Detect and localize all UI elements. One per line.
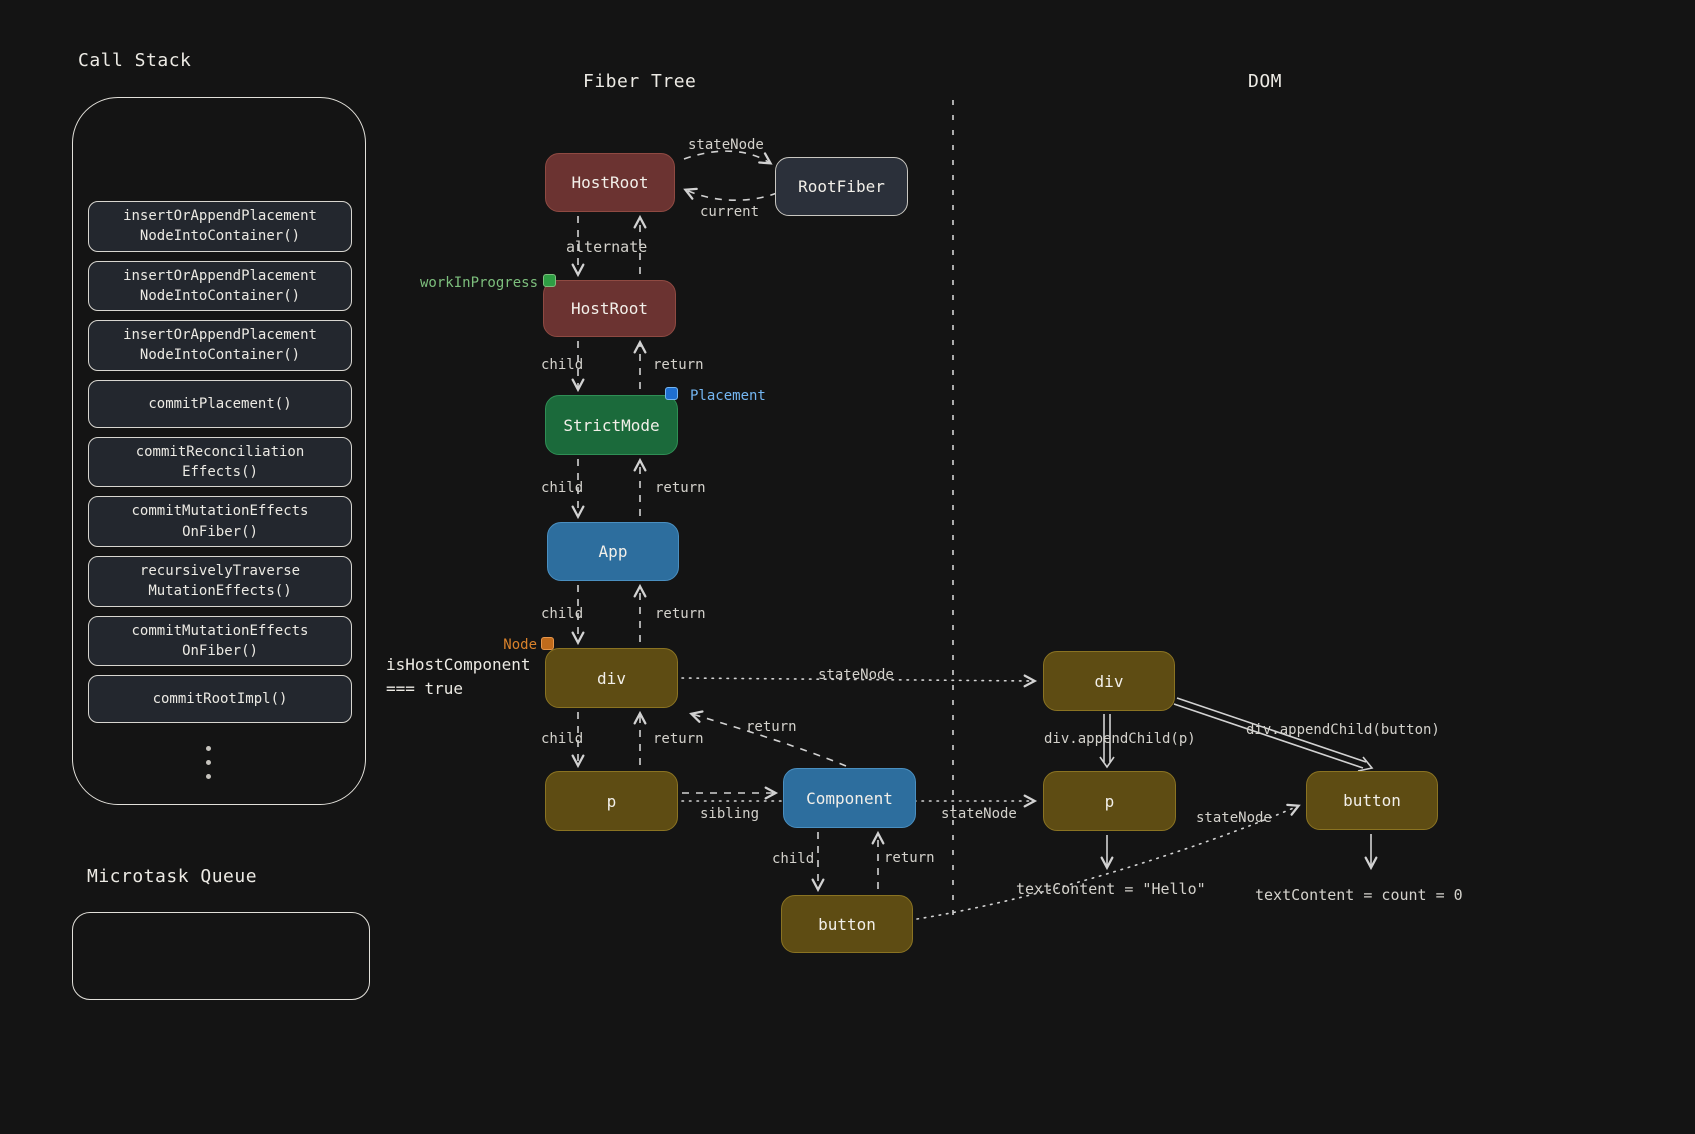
fiber-node-div: div bbox=[545, 648, 678, 708]
fiber-node-rootfiber: RootFiber bbox=[775, 157, 908, 216]
edge-label-statenode-div: stateNode bbox=[818, 667, 894, 683]
call-stack-frames: insertOrAppendPlacement NodeIntoContaine… bbox=[88, 201, 352, 724]
call-stack-frame: commitPlacement() bbox=[88, 379, 352, 428]
is-host-component-annotation: isHostComponent === true bbox=[386, 655, 531, 698]
node-marker-icon bbox=[541, 637, 554, 650]
edge-label-alternate: alternate bbox=[566, 238, 648, 256]
edge-label-sibling: sibling bbox=[700, 806, 760, 822]
edge-label-return: return bbox=[655, 480, 706, 496]
fiber-node-hostroot-wip: HostRoot bbox=[543, 280, 676, 337]
label-textcontent-button: textContent = count = 0 bbox=[1255, 886, 1463, 904]
edge-label-child: child bbox=[541, 357, 584, 373]
edge-label-return: return bbox=[653, 731, 704, 747]
ellipsis-dots bbox=[206, 746, 211, 779]
label-textcontent-p: textContent = "Hello" bbox=[1016, 880, 1206, 898]
edge-label-child: child bbox=[541, 606, 584, 622]
placement-marker-icon bbox=[665, 387, 678, 400]
edge-label-return: return bbox=[746, 719, 797, 735]
fiber-tree-title: Fiber Tree bbox=[583, 71, 697, 92]
edge-label-return: return bbox=[653, 357, 704, 373]
edges-group bbox=[571, 100, 1378, 925]
edge-label-child: child bbox=[772, 851, 815, 867]
call-stack-frame: recursivelyTraverse MutationEffects() bbox=[88, 555, 352, 607]
microtask-queue-container bbox=[72, 912, 370, 1000]
microtask-queue-title: Microtask Queue bbox=[87, 866, 258, 887]
fiber-node-app: App bbox=[547, 522, 679, 581]
call-stack-frame: commitMutationEffects OnFiber() bbox=[88, 496, 352, 547]
edge-label-current: current bbox=[700, 204, 760, 220]
edge-label-statenode-button: stateNode bbox=[1196, 810, 1272, 826]
dom-title: DOM bbox=[1248, 71, 1283, 92]
fiber-node-p: p bbox=[545, 771, 678, 831]
call-stack-frame: insertOrAppendPlacement NodeIntoContaine… bbox=[88, 320, 352, 371]
label-appendchild-p: div.appendChild(p) bbox=[1044, 731, 1196, 747]
node-badge: Node bbox=[503, 637, 537, 653]
fiber-node-button: button bbox=[781, 895, 913, 953]
call-stack-frame: insertOrAppendPlacement NodeIntoContaine… bbox=[88, 260, 352, 312]
edge-label-child: child bbox=[541, 731, 584, 747]
call-stack-frame: commitReconciliation Effects() bbox=[88, 436, 352, 488]
edge-label-statenode-p: stateNode bbox=[941, 806, 1017, 822]
fiber-node-strictmode: StrictMode bbox=[545, 395, 678, 455]
edge-label-statenode-root: stateNode bbox=[688, 137, 764, 153]
call-stack-frame: commitRootImpl() bbox=[88, 675, 352, 724]
call-stack-title: Call Stack bbox=[78, 50, 192, 71]
placement-badge: Placement bbox=[690, 388, 766, 404]
label-appendchild-button: div.appendChild(button) bbox=[1246, 722, 1440, 738]
call-stack-frame: commitMutationEffects OnFiber() bbox=[88, 615, 352, 667]
dom-node-button: button bbox=[1306, 771, 1438, 830]
fiber-node-hostroot-current: HostRoot bbox=[545, 153, 675, 212]
call-stack-frame: insertOrAppendPlacement NodeIntoContaine… bbox=[88, 201, 352, 252]
workinprogress-marker-icon bbox=[543, 274, 556, 287]
dom-node-div: div bbox=[1043, 651, 1175, 711]
edge-label-child: child bbox=[541, 480, 584, 496]
workinprogress-badge: workInProgress bbox=[420, 275, 539, 291]
edge-label-return: return bbox=[884, 850, 935, 866]
call-stack-container bbox=[72, 97, 366, 805]
fiber-node-component: Component bbox=[783, 768, 916, 828]
dom-node-p: p bbox=[1043, 771, 1176, 831]
edge-label-return: return bbox=[655, 606, 706, 622]
